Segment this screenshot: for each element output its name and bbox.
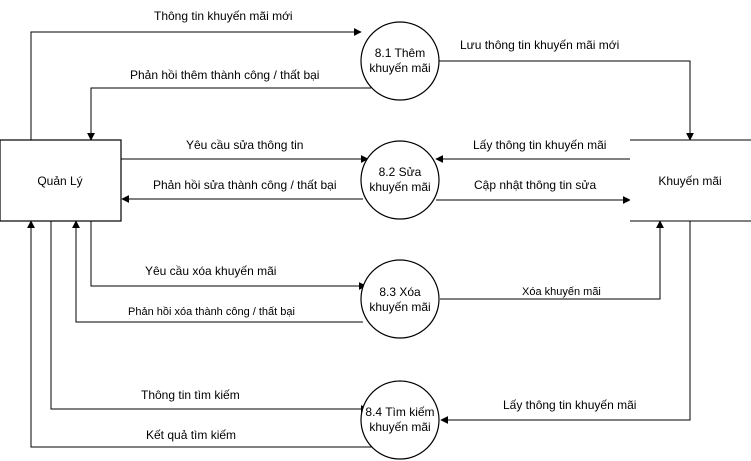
flow-line-search-result — [27, 220, 380, 448]
flow-label-get-promo-edit: Lấy thông tin khuyến mãi — [473, 138, 606, 152]
flow-line-new-promo-info — [30, 28, 362, 140]
flow-label-search-result: Kết quả tìm kiếm — [146, 428, 236, 442]
process-search-promo-label-line2: khuyến mãi — [369, 420, 430, 434]
process-search-promo-label-line1: 8.4 Tìm kiếm — [365, 405, 434, 419]
flow-label-new-promo-info: Thông tin khuyến mãi mới — [154, 9, 293, 23]
process-delete-promo-label-line1: 8.3 Xóa — [379, 285, 421, 299]
flow-label-delete-response: Phản hồi xóa thành công / thất bại — [128, 306, 295, 318]
manager-entity — [0, 139, 122, 222]
flow-label-add-response: Phản hồi thêm thành công / thất bại — [130, 68, 319, 82]
process-add-promo-label-line2: khuyến mãi — [369, 61, 430, 75]
manager-entity-label: Quản Lý — [37, 174, 82, 188]
flow-label-save-promo: Lưu thông tin khuyến mãi mới — [460, 38, 619, 52]
flow-label-search-info: Thông tin tìm kiếm — [141, 388, 240, 402]
flow-line-delete-request — [90, 221, 367, 290]
flow-line-delete-response — [72, 220, 363, 323]
flow-line-add-response — [87, 87, 371, 141]
flow-line-search-info — [50, 221, 369, 413]
process-edit-promo-label-line1: 8.2 Sửa — [379, 165, 422, 179]
process-add-promo-label-line1: 8.1 Thêm — [375, 46, 425, 60]
process-search-promo — [360, 380, 440, 460]
flow-label-delete-promo: Xóa khuyến mãi — [522, 286, 601, 298]
process-add-promo — [360, 21, 440, 101]
process-delete-promo-label-line2: khuyến mãi — [369, 300, 430, 314]
flow-line-save-promo — [439, 60, 694, 141]
process-delete-promo — [360, 259, 440, 339]
flow-line-get-promo-search — [440, 221, 691, 424]
process-edit-promo — [360, 140, 440, 220]
promotion-data-store-label: Khuyến mãi — [658, 174, 721, 188]
flow-label-update-promo: Cập nhật thông tin sửa — [474, 178, 596, 192]
flow-label-delete-request: Yêu cầu xóa khuyến mãi — [145, 264, 276, 278]
promotion-data-store — [630, 139, 751, 222]
flow-label-edit-request: Yêu cầu sửa thông tin — [186, 138, 303, 152]
flow-label-get-promo-search: Lấy thông tin khuyến mãi — [503, 398, 636, 412]
flow-label-edit-response: Phản hồi sửa thành công / thất bại — [153, 178, 337, 192]
process-edit-promo-label-line2: khuyến mãi — [369, 180, 430, 194]
flow-line-delete-promo — [440, 220, 664, 300]
